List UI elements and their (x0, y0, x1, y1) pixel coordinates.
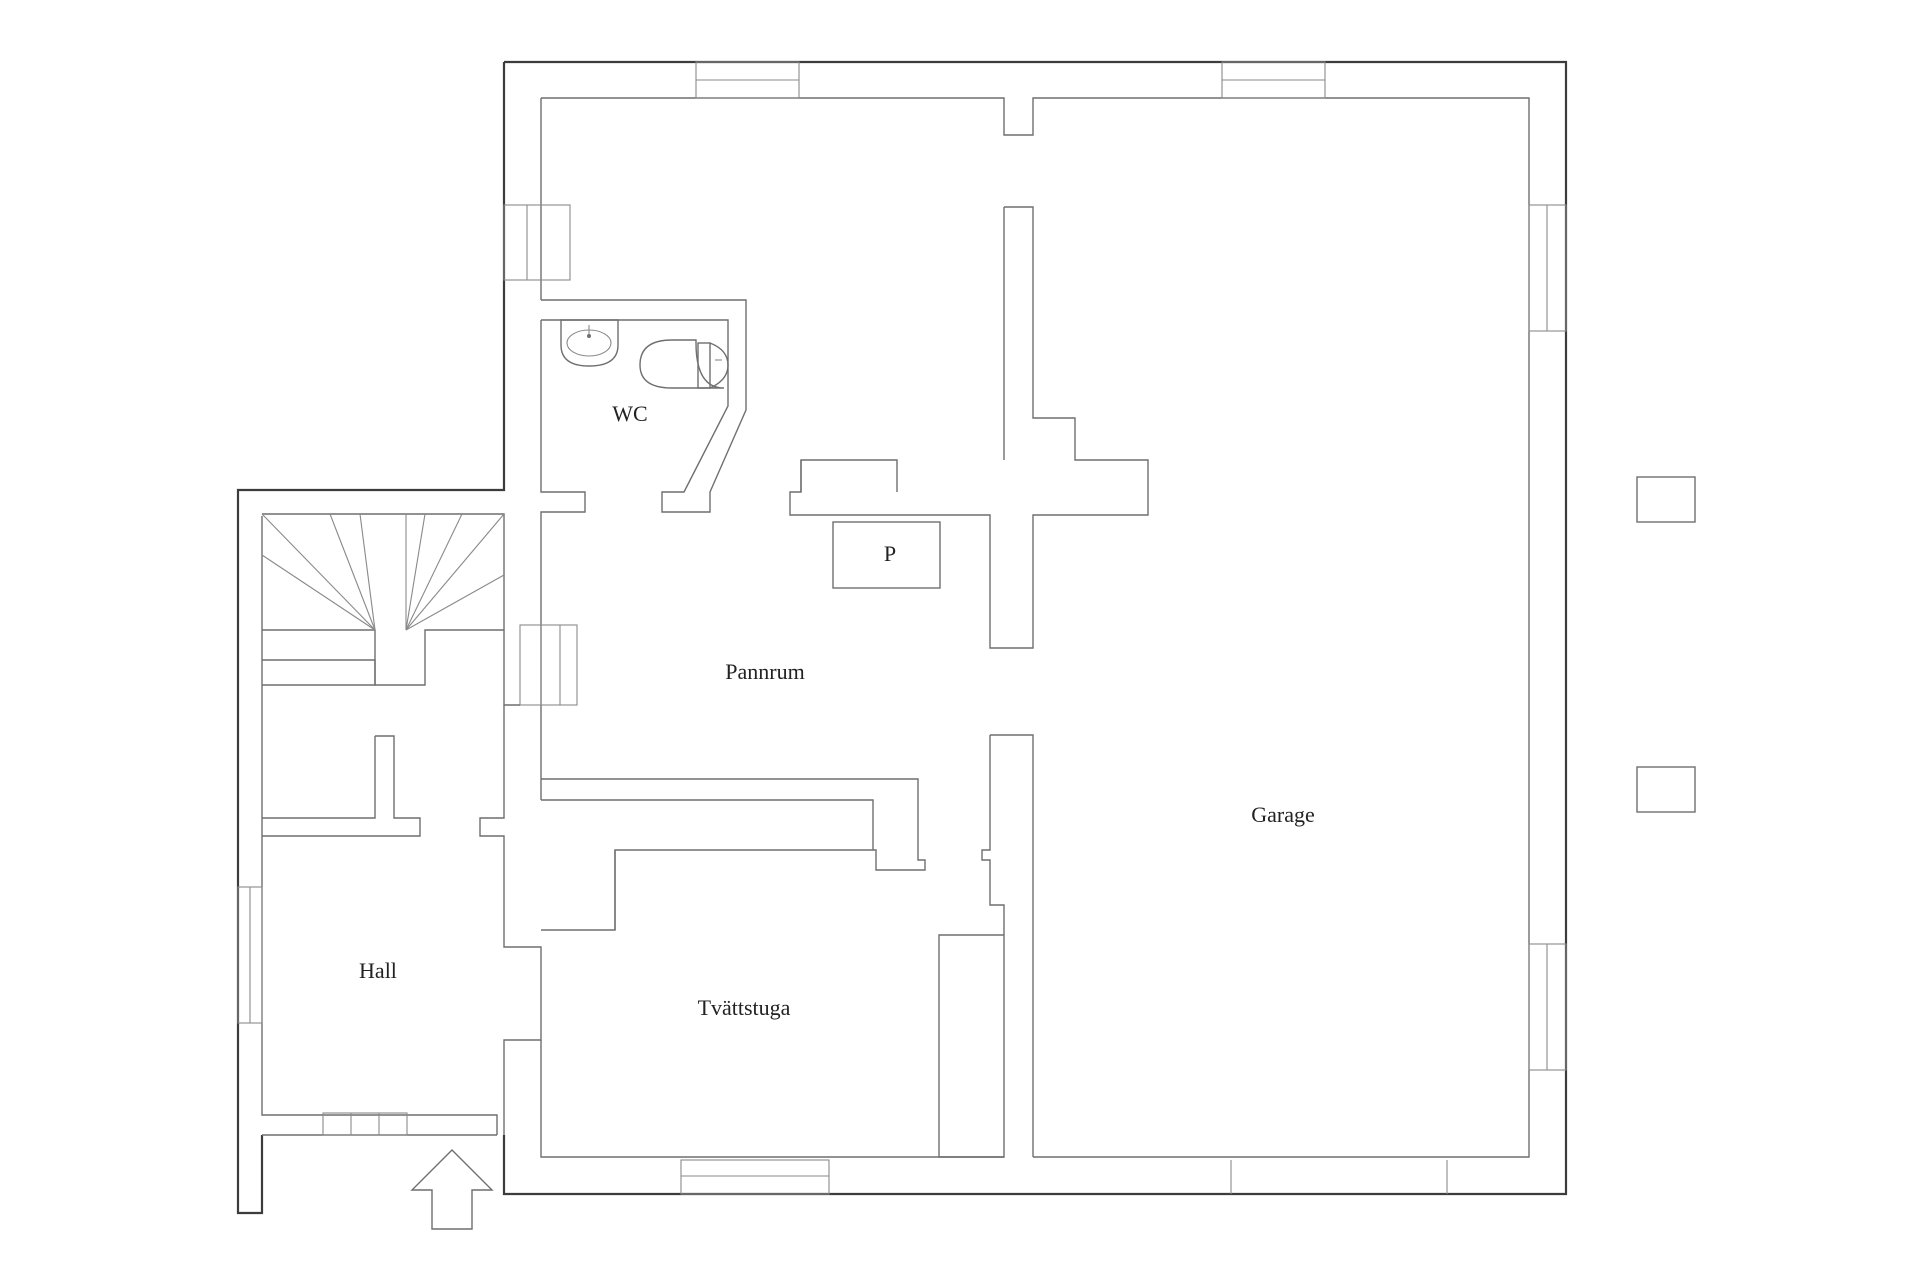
room-label-pannrum: Pannrum (725, 659, 804, 684)
entrance-arrow-icon (410, 1149, 494, 1230)
toilet-icon (639, 339, 729, 389)
room-label-p: P (884, 541, 896, 566)
room-label-tvattstuga: Tvättstuga (698, 995, 791, 1020)
exterior-walls (236, 60, 1696, 1215)
wash-basin-icon (560, 319, 619, 367)
room-label-garage: Garage (1251, 802, 1315, 827)
interior-walls (261, 206, 1149, 1158)
room-label-hall: Hall (359, 958, 397, 983)
room-label-wc: WC (612, 401, 647, 426)
